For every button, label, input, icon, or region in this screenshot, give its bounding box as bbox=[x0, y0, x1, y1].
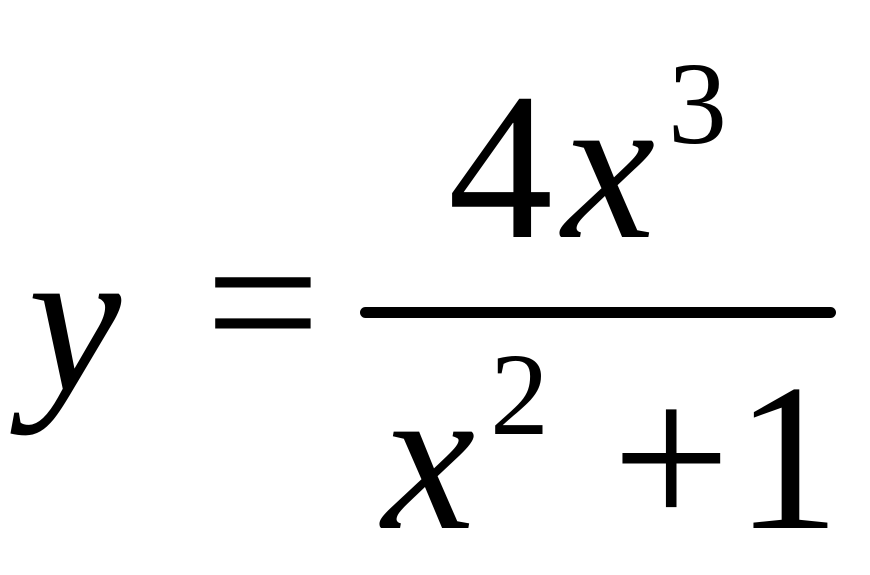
numerator-exponent: 3 bbox=[668, 38, 727, 169]
numerator-coefficient: 4 bbox=[448, 51, 553, 283]
denominator-variable: x bbox=[382, 342, 476, 574]
equals-sign: = bbox=[205, 189, 321, 416]
denominator-plus-operator: + bbox=[612, 342, 731, 574]
denominator-exponent: 2 bbox=[490, 329, 549, 460]
denominator-constant: 1 bbox=[735, 342, 840, 574]
numerator-variable: x bbox=[562, 51, 656, 283]
fraction-bar bbox=[360, 307, 836, 318]
lhs-variable-y: y bbox=[28, 204, 122, 436]
